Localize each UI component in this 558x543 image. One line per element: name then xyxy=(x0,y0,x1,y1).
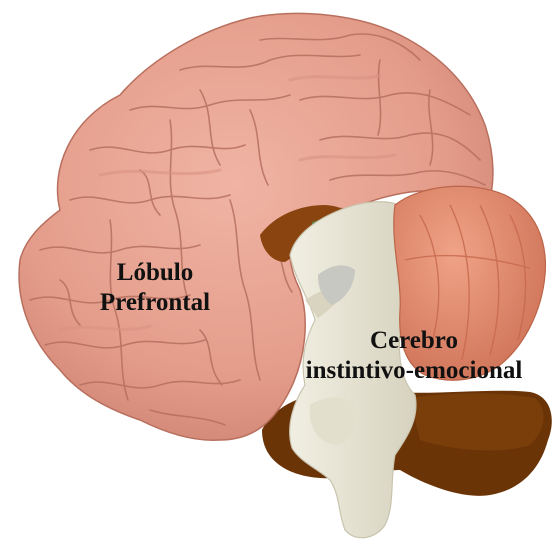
instinctive-brain-label: Cerebro instintivo-emocional xyxy=(270,326,558,386)
instinctive-label-line-2: instintivo-emocional xyxy=(270,356,558,386)
instinctive-label-line-1: Cerebro xyxy=(270,326,558,356)
limbic-lower-highlight xyxy=(410,394,544,451)
prefrontal-label-line-1: Lóbulo xyxy=(70,258,240,288)
prefrontal-lobe-label: Lóbulo Prefrontal xyxy=(70,258,240,318)
prefrontal-label-line-2: Prefrontal xyxy=(70,288,240,318)
